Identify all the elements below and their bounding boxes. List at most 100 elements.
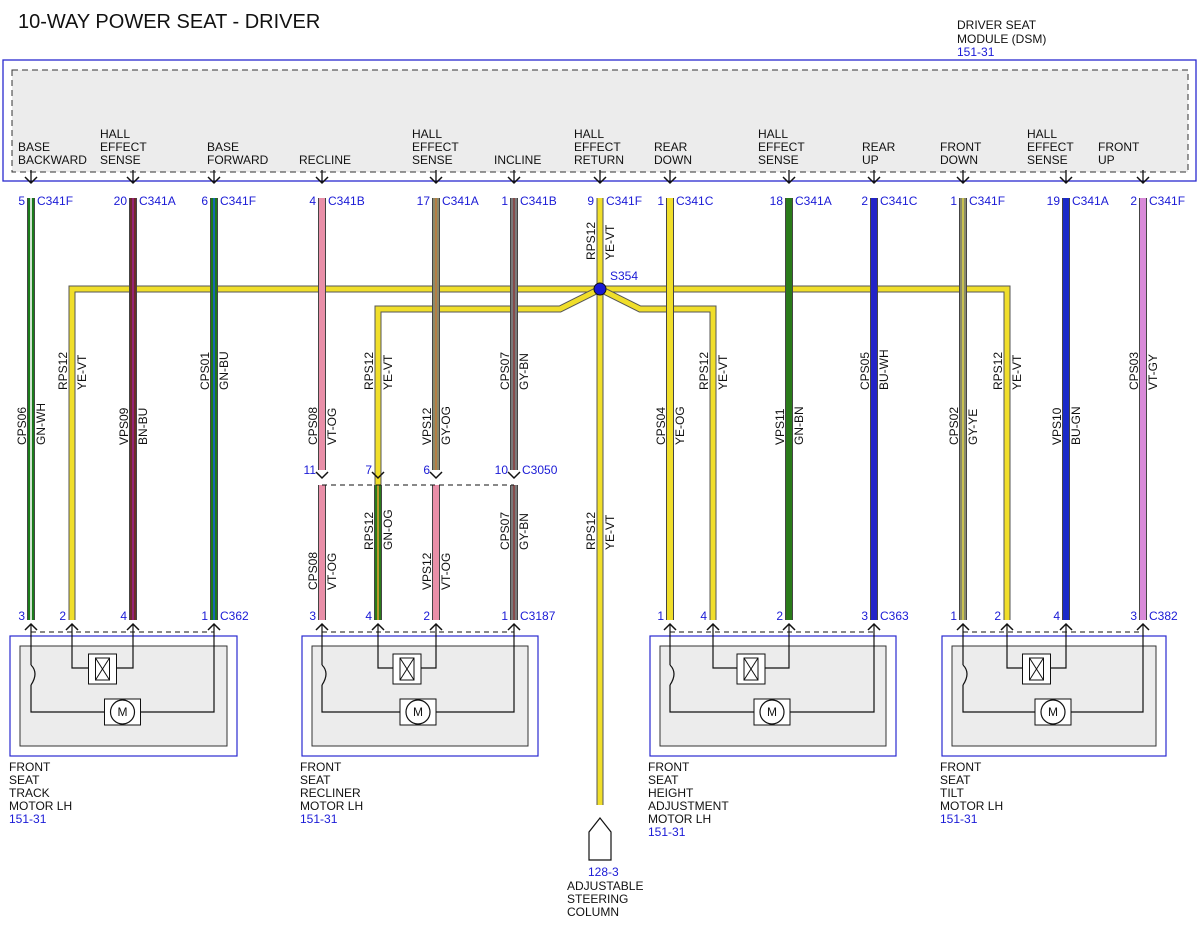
steering-ref: 128-3 [588, 865, 619, 879]
motor-0-name-line-1: SEAT [9, 773, 40, 787]
motor-1-sensor-line-a [377, 624, 393, 669]
motor-2-inner-box [659, 645, 887, 747]
wire-color-label-2: BN-BU [136, 408, 150, 445]
motor-3-motor-letter: M [1048, 705, 1058, 719]
module-pin-label-10-line-0: FRONT [940, 140, 982, 154]
motor-0-ref: 151-31 [9, 812, 47, 826]
wire-circuit-label-9: CPS04 [654, 407, 668, 445]
module-pin-number-4: 17 [417, 194, 431, 208]
motor-1-sensor-cross [399, 657, 415, 681]
motor-1-motor-line-a [321, 685, 400, 713]
module-pin-connector-4: C341A [442, 194, 479, 208]
motor-1-ref: 151-31 [300, 812, 338, 826]
inline-pin-3: 10 [495, 463, 509, 477]
wire-color-label-0: GN-WH [34, 403, 48, 445]
motor-1-connector: C3187 [520, 609, 556, 623]
wire-color-label-8: YE-VT [603, 224, 617, 260]
motor-1-hall-switch [321, 664, 327, 686]
rps12-branch-tilt [600, 286, 1010, 620]
motor-3-name-line-0: FRONT [940, 760, 982, 774]
rps12-branch-recliner-edge [374, 285, 602, 485]
motor-1-name-line-0: FRONT [300, 760, 342, 774]
module-pin-connector-1: C341A [139, 194, 176, 208]
wires-layer [27, 198, 1147, 805]
module-pin-label-12-line-1: UP [1098, 153, 1115, 167]
module-pin-label-4-line-2: SENSE [412, 153, 453, 167]
module-pin-connector-2: C341F [220, 194, 256, 208]
motor-0-hall-switch [30, 664, 36, 686]
module-pin-label-2-line-1: FORWARD [207, 153, 269, 167]
module-pin-label-4-line-1: EFFECT [412, 140, 459, 154]
splice-dot [593, 282, 607, 296]
motor-1-pin-1: 4 [365, 609, 372, 623]
module-pin-number-3: 4 [309, 194, 316, 208]
module-pin-label-6-line-0: HALL [574, 127, 604, 141]
module-pin-number-5: 1 [501, 194, 508, 208]
module-pin-number-7: 1 [657, 194, 664, 208]
wire-circuit-label-5: RPS12 [362, 352, 376, 390]
module-pin-label-2-line-0: BASE [207, 140, 239, 154]
module-pin-connector-3: C341B [328, 194, 365, 208]
wire-color-label-16: VT-GY [1146, 354, 1160, 390]
motor-3-pin-3: 3 [1130, 609, 1137, 623]
motor-0-motor-line-a [30, 685, 105, 713]
module-label: DRIVER SEAT MODULE (DSM) 151-31 [957, 18, 1046, 59]
motor-0-name-line-0: FRONT [9, 760, 51, 774]
module-pin-number-9: 2 [861, 194, 868, 208]
motor-2-name-line-0: FRONT [648, 760, 690, 774]
motor-2-pin-2: 2 [776, 609, 783, 623]
motor-2-pin-3: 3 [861, 609, 868, 623]
motor-0-inner-box [19, 645, 228, 747]
motor-1-pin-2: 2 [423, 609, 430, 623]
lower-wire-circuit-label-2: VPS12 [420, 552, 434, 590]
wire-circuit-label-13: CPS02 [947, 407, 961, 445]
module-pin-number-2: 6 [201, 194, 208, 208]
inline-pin-1: 7 [365, 463, 372, 477]
motor-0-pin-3: 1 [201, 609, 208, 623]
module-pin-connector-9: C341C [880, 194, 918, 208]
motor-2-name-line-1: SEAT [648, 773, 679, 787]
module-pin-number-1: 20 [114, 194, 128, 208]
module-pin-label-4-line-0: HALL [412, 127, 442, 141]
motor-1-motor-letter: M [413, 705, 423, 719]
module-pin-arrow-12 [1136, 176, 1150, 185]
wire-color-label-13: GY-YE [966, 409, 980, 445]
motor-2-name-line-3: ADJUSTMENT [648, 799, 729, 813]
module-pin-label-11-line-0: HALL [1027, 127, 1057, 141]
module-pin-arrow-9 [867, 176, 881, 185]
wire-circuit-label-16: CPS03 [1127, 352, 1141, 390]
motor-3-pin-2: 4 [1053, 609, 1060, 623]
motor-2-sensor-cross [743, 657, 759, 681]
motor-3-ref: 151-31 [940, 812, 978, 826]
inline-arrow-3 [507, 471, 521, 480]
wire-color-label-4: VT-OG [325, 408, 339, 445]
wire-circuit-label-4: CPS08 [306, 407, 320, 445]
module-pin-arrow-1 [126, 176, 140, 185]
module-pin-arrow-3 [315, 176, 329, 185]
module-pin-label-11-line-1: EFFECT [1027, 140, 1074, 154]
lower-wire-circuit-label-4: RPS12 [584, 512, 598, 550]
motor-1-pin-3: 1 [501, 609, 508, 623]
module-pin-label-0-line-0: BASE [18, 140, 50, 154]
motor-3-sensor-line-a [1006, 624, 1023, 669]
motor-2-sensor-line-a [712, 624, 737, 669]
inline-pin-0: 11 [304, 463, 317, 477]
module-pin-label-8-line-1: EFFECT [758, 140, 805, 154]
module-pin-label-6-line-2: RETURN [574, 153, 624, 167]
module-pin-arrow-6 [593, 176, 607, 185]
motor-0-sensor-line-b [116, 624, 134, 669]
module-pin-label-7-line-0: REAR [654, 140, 688, 154]
steering-name-line-3: COLUMN [567, 905, 619, 919]
module-pin-connector-8: C341A [795, 194, 832, 208]
motor-2-connector: C363 [880, 609, 909, 623]
wire-circuit-label-6: VPS12 [420, 407, 434, 445]
motor-1-motor-symbol [405, 699, 431, 725]
motor-2-name-line-4: MOTOR LH [648, 812, 711, 826]
motor-0-sensor-cross [95, 657, 110, 681]
module-pin-label-8-line-0: HALL [758, 127, 788, 141]
motor-3-sensor-line-b [1050, 624, 1067, 669]
